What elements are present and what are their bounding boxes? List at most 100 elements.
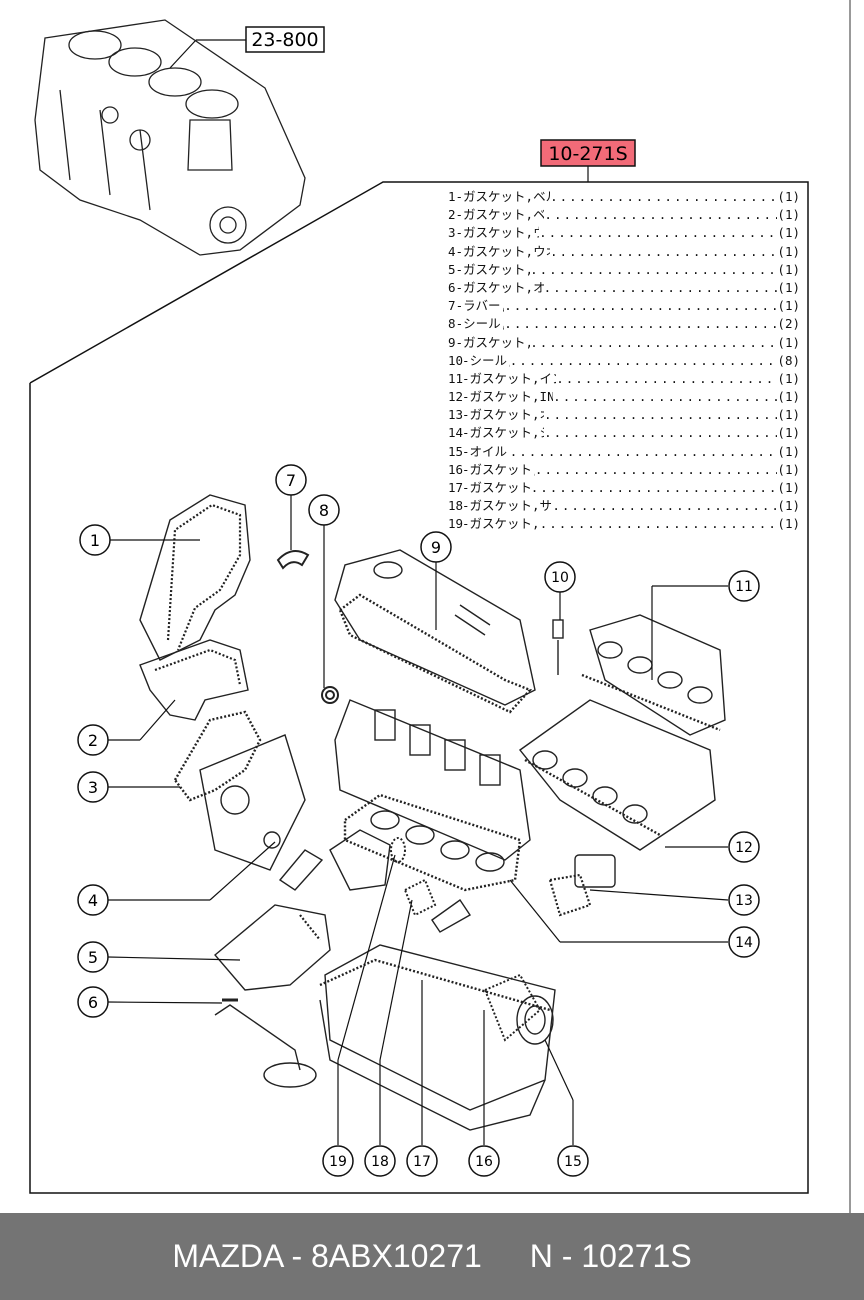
part-qty: (1) <box>777 334 800 350</box>
part-name: -ガスケット,ベルトカバー ロワ- <box>455 207 545 223</box>
svg-text:16: 16 <box>475 1154 493 1170</box>
svg-text:18: 18 <box>371 1154 389 1170</box>
callout-18: 18 <box>364 1145 396 1177</box>
ref-box-10-271s <box>540 139 636 182</box>
part-qty: (1) <box>777 498 800 514</box>
part-qty: (1) <box>777 370 800 386</box>
part-number: 3 <box>448 225 456 241</box>
svg-text:9: 9 <box>431 538 441 557</box>
callout-10: 10 <box>544 561 576 593</box>
part-row: 3-ガスケット,ウオーターポンプ (1) <box>448 224 800 242</box>
part-qty: (1) <box>777 425 800 441</box>
svg-text:1: 1 <box>90 531 100 550</box>
callout-14: 14 <box>728 926 760 958</box>
callout-3: 3 <box>77 771 109 803</box>
part-row: 18-ガスケット,サーモスタットカバー(1) <box>448 497 800 515</box>
part-number: 12 <box>448 389 464 405</box>
part-qty: (1) <box>777 261 800 277</box>
ref-label-10-271s: 10-271S <box>548 143 627 165</box>
part-name: -ガスケット,オイルポンプ <box>455 261 531 277</box>
part-row: 11-ガスケット,インレットマニホールド(1) <box>448 370 800 388</box>
callout-1: 1 <box>79 524 111 556</box>
part-rubber-seal <box>276 550 310 570</box>
part-qty: (1) <box>777 243 800 259</box>
ref-box-23-800 <box>169 26 325 69</box>
callout-6: 6 <box>77 986 109 1018</box>
part-row: 2-ガスケット,ベルトカバー ロワ-(1) <box>448 206 800 224</box>
part-qty: (1) <box>777 407 800 423</box>
callout-9: 9 <box>420 531 452 563</box>
svg-text:17: 17 <box>413 1154 431 1170</box>
part-row: 17-ガスケット,オイルパン(1) <box>448 479 800 497</box>
part-head-gasket <box>343 793 522 892</box>
part-number: 17 <box>448 480 464 495</box>
part-row: 1-ガスケット,ベルトカバー アッパー(1) <box>448 188 800 206</box>
dot-leader <box>535 461 778 479</box>
part-qty: (1) <box>777 207 800 223</box>
dot-leader <box>556 370 777 388</box>
part-row: 16-ガスケット,リアーカバー(1) <box>448 461 800 479</box>
kit-frame <box>29 181 809 1194</box>
callout-19: 19 <box>322 1145 354 1177</box>
svg-text:2: 2 <box>88 731 98 750</box>
part-inlet-manifold <box>581 614 726 736</box>
callout-15: 15 <box>557 1145 589 1177</box>
part-qty: (8) <box>777 352 800 368</box>
part-qty: (1) <box>777 189 800 204</box>
part-number: 7 <box>448 298 456 314</box>
svg-text:14: 14 <box>735 935 753 951</box>
callout-4: 4 <box>77 884 109 916</box>
dot-leader <box>550 188 777 206</box>
part-qty: (1) <box>777 279 800 295</box>
engine-block-drawing <box>34 19 306 256</box>
part-name: -シール,バルブ <box>462 352 510 368</box>
callout-17: 17 <box>406 1145 438 1177</box>
dot-leader <box>530 261 777 279</box>
part-number: 1 <box>448 189 456 204</box>
part-name: -ガスケット,インレットマニホールド <box>462 370 557 386</box>
dot-leader <box>530 334 777 352</box>
part-number: 15 <box>448 443 464 459</box>
svg-text:15: 15 <box>564 1154 582 1170</box>
dot-leader <box>540 515 778 533</box>
part-row: 12-ガスケット,IN. EX,マニホールド (1) <box>448 388 800 406</box>
part-water-pump <box>173 710 306 871</box>
part-number: 5 <box>448 261 456 277</box>
part-number: 14 <box>448 425 464 441</box>
part-oil-seal <box>321 686 339 704</box>
alt-part-number: N - 10271S <box>529 1238 692 1274</box>
svg-text:4: 4 <box>88 891 98 910</box>
svg-text:12: 12 <box>735 840 753 856</box>
svg-text:13: 13 <box>735 893 753 909</box>
callout-11: 11 <box>728 570 760 602</box>
part-oil-filter <box>548 854 616 917</box>
part-qty: (1) <box>777 389 800 405</box>
part-name: -ガスケット,ヘッドカバー <box>455 334 531 350</box>
part-head-cover <box>334 549 536 714</box>
dot-leader <box>553 388 777 406</box>
part-number: 19 <box>448 516 464 532</box>
part-row: 7-ラバー,シール(1) <box>448 297 800 315</box>
part-number: 18 <box>448 498 464 514</box>
part-qty: (1) <box>777 516 800 532</box>
part-name: -ガスケット,ウオーターポンプ <box>455 225 540 241</box>
part-name: -ガスケット,シリンダーヘッド <box>462 425 544 441</box>
dot-leader <box>504 315 777 333</box>
part-qty: (2) <box>777 316 800 332</box>
dot-leader <box>510 443 778 461</box>
callout-5: 5 <box>77 941 109 973</box>
part-belt-cover-upper <box>139 494 251 661</box>
exploded-view-drawing: 1 2 3 4 5 6 7 8 9 10 11 12 13 14 15 16 1… <box>29 0 851 1213</box>
part-name: -ガスケット,IN. EX,マニホールド <box>462 389 554 405</box>
dot-leader <box>550 243 777 261</box>
part-qty: (1) <box>777 225 800 241</box>
part-valve-seal <box>552 619 564 675</box>
dot-leader <box>531 479 778 497</box>
dot-leader <box>544 424 777 442</box>
dot-leader <box>504 297 777 315</box>
callout-16: 16 <box>468 1145 500 1177</box>
part-oil-pump <box>214 904 331 991</box>
dot-leader <box>544 406 777 424</box>
part-row: 14-ガスケット,シリンダーヘッド (1) <box>448 424 800 442</box>
part-oil-strainer <box>214 998 317 1088</box>
